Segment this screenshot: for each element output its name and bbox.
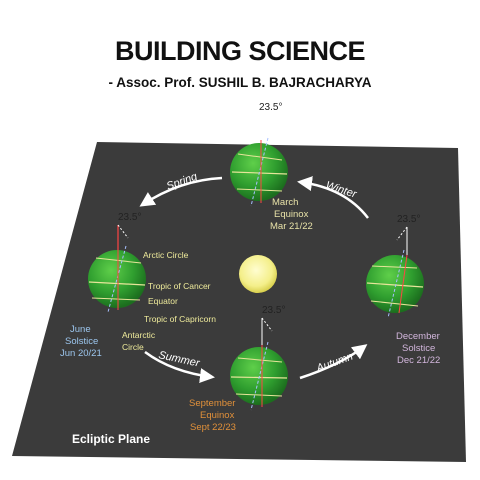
tilt-label-september: 23.5°	[262, 305, 285, 316]
earth-june: 23.5°	[88, 212, 146, 313]
earth-march: 23.5°	[230, 102, 288, 207]
earth-september: 23.5°	[230, 305, 288, 411]
tropic-of-capricorn-label: Tropic of Capricorn	[144, 314, 216, 324]
september-name: September	[189, 398, 235, 409]
december-date: Dec 21/22	[397, 355, 440, 366]
earth-december: 23.5°	[366, 214, 424, 319]
page-subtitle: - Assoc. Prof. SUSHIL B. BAJRACHARYA	[108, 75, 372, 90]
summer-arrow	[144, 350, 215, 383]
ecliptic-plane	[12, 142, 466, 462]
tilt-label-march: 23.5°	[259, 102, 282, 113]
sun	[239, 255, 277, 293]
page-title: BUILDING SCIENCE	[114, 36, 366, 66]
september-date: Sept 22/23	[190, 422, 236, 433]
june-name: June	[70, 324, 91, 335]
winter-arrow	[297, 176, 369, 219]
spring-arrow	[139, 176, 223, 207]
december-event: Solstice	[402, 343, 435, 354]
march-event: Equinox	[274, 209, 309, 220]
equator-label: Equator	[148, 296, 178, 306]
june-event: Solstice	[65, 336, 98, 347]
september-event: Equinox	[200, 410, 235, 421]
june-date: Jun 20/21	[60, 348, 102, 359]
december-name: December	[396, 331, 440, 342]
march-date: Mar 21/22	[270, 221, 313, 232]
tilt-label-june: 23.5°	[118, 212, 141, 223]
arctic-circle-label: Arctic Circle	[143, 250, 189, 260]
march-name: March	[272, 197, 298, 208]
tropic-of-cancer-label: Tropic of Cancer	[148, 281, 211, 291]
autumn-arrow	[299, 344, 368, 380]
antarctic-circle-label-2: Circle	[122, 342, 144, 352]
tilt-label-december: 23.5°	[397, 214, 420, 225]
antarctic-circle-label: Antarctic	[122, 330, 156, 340]
ecliptic-plane-label: Ecliptic Plane	[72, 432, 150, 446]
